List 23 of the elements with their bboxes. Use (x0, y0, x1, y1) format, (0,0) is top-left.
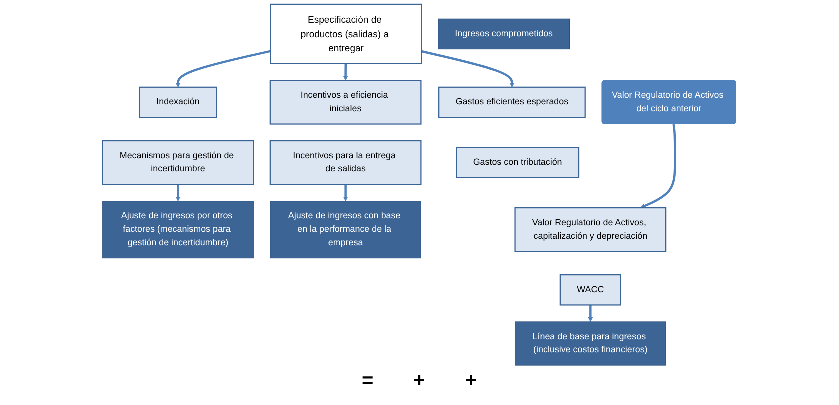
arrow (176, 184, 181, 202)
node-box: Incentivos para la entrega de salidas (270, 140, 422, 186)
node-box: Ingresos comprometidos (438, 18, 570, 50)
arrow (421, 50, 515, 88)
arrow (640, 124, 676, 209)
node-box: Gastos eficientes esperados (438, 86, 586, 118)
node-box: Especificación de productos (salidas) a entregar (270, 4, 422, 64)
arrow (343, 64, 348, 81)
operator-sign: + (465, 370, 478, 393)
node-box: Línea de base para ingresos (inclusive costos financieros) (515, 322, 666, 366)
arrow (343, 184, 348, 202)
node-box: Gastos con tributación (456, 147, 580, 178)
arrow (176, 50, 272, 88)
node-box: Mecanismos para gestión de incertidumbre (102, 140, 254, 186)
node-box: Ajuste de ingresos por otros factores (mecanismos para gestión de incertidumbre) (102, 201, 254, 259)
node-box: Incentivos a eficiencia iniciales (270, 80, 422, 125)
operator-sign: = (362, 370, 374, 393)
node-box: Valor Regulatorio de Activos, capitalización y depreciación (514, 207, 667, 252)
operator-sign: + (414, 370, 426, 393)
node-box: Indexación (139, 86, 218, 118)
node-box: WACC (560, 274, 622, 306)
node-box: Ajuste de ingresos con base en la performance de la empresa (270, 201, 422, 259)
arrow (588, 305, 594, 322)
